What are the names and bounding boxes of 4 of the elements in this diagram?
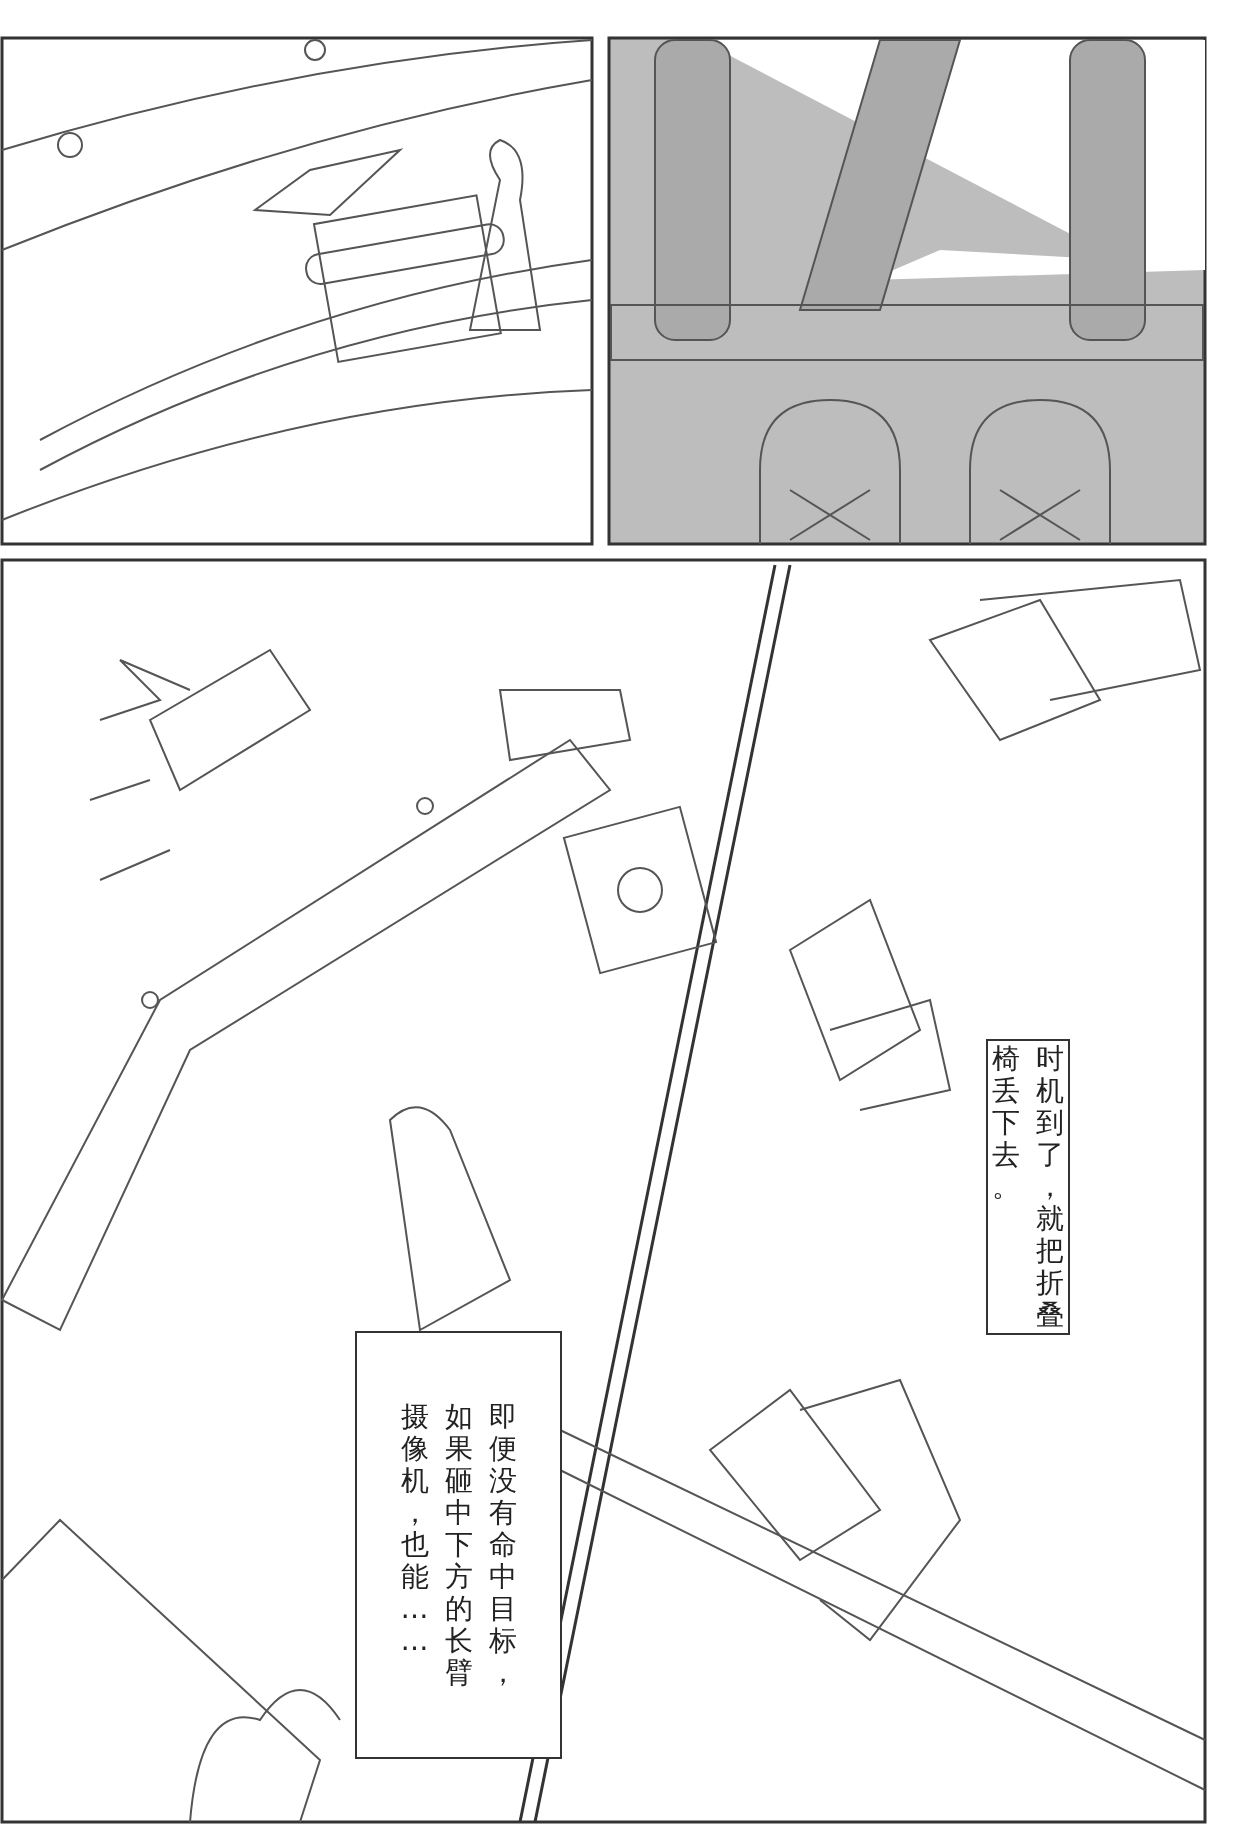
caption-box (986, 1039, 1070, 1335)
caption-text: 时机到了，就把折叠椅丢下去。 (992, 1042, 1064, 1331)
caption-text: 即便没有命中目标，如果砸中下方的长臂摄像机，也能…… (400, 1400, 517, 1689)
caption-box (355, 1331, 562, 1759)
